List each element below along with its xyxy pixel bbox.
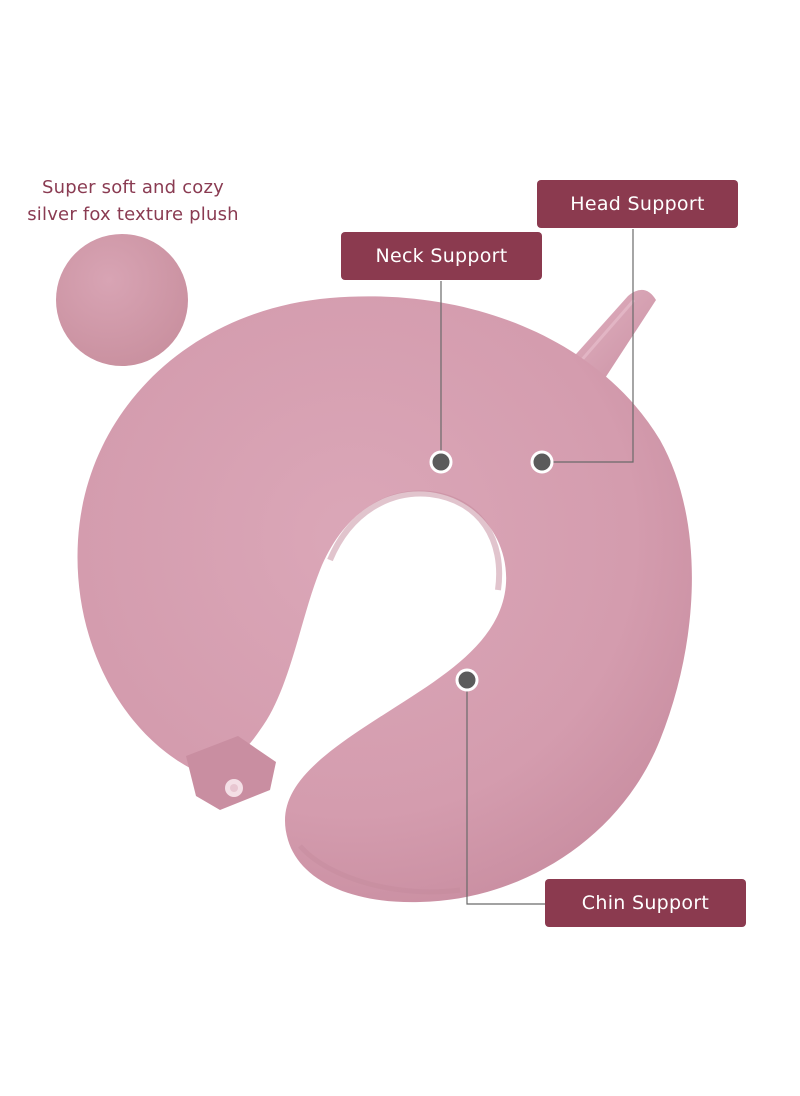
chin-marker-dot (455, 668, 479, 692)
neck-marker-dot (429, 450, 453, 474)
neck-pillow-body (77, 296, 692, 903)
neck-support-label: Neck Support (341, 232, 542, 280)
texture-caption-line1: Super soft and cozy (41, 177, 225, 198)
chin-support-label: Chin Support (545, 879, 746, 927)
head-leader-line (542, 229, 634, 463)
texture-caption-line2: silver fox texture plush (27, 204, 239, 225)
chin-leader-line (466, 680, 545, 905)
head-marker-dot (530, 450, 554, 474)
texture-swatch (56, 234, 188, 366)
snap-button-tab (186, 736, 276, 810)
texture-caption: Super soft and cozy silver fox texture p… (8, 174, 258, 228)
head-support-label: Head Support (537, 180, 738, 228)
